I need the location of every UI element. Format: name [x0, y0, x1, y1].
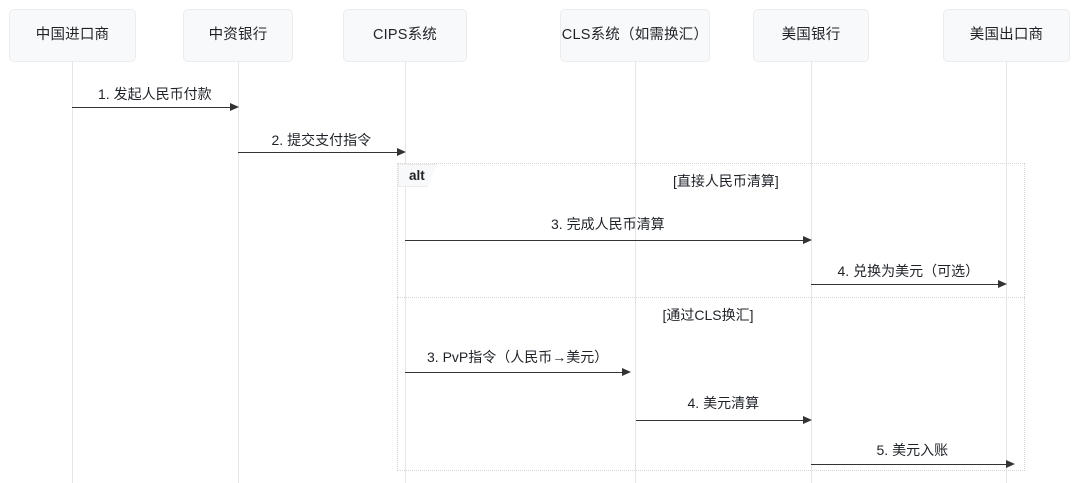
alt-branch-condition-2: [通过CLS换汇] [662, 307, 754, 323]
message-arrow-5 [405, 372, 623, 373]
lifeline-us-exporter [1006, 62, 1007, 483]
alt-fragment-divider [397, 297, 1025, 298]
lifeline-cn-bank [238, 62, 239, 483]
participant-label: 美国出口商 [969, 27, 1044, 44]
participant-cn-importer[interactable]: 中国进口商 [9, 9, 136, 62]
message-arrowhead-2 [397, 148, 406, 157]
message-label-5: 3. PvP指令（人民币→美元） [427, 349, 609, 365]
message-label-7: 5. 美元入账 [876, 442, 949, 458]
participant-cips[interactable]: CIPS系统 [343, 9, 467, 62]
message-arrow-4 [811, 284, 999, 285]
lifeline-cls [635, 62, 636, 483]
message-arrowhead-6 [803, 416, 812, 425]
message-arrow-3 [405, 240, 804, 241]
alt-branch-condition-1: [直接人民币清算] [673, 173, 779, 189]
participant-us-bank[interactable]: 美国银行 [753, 9, 869, 62]
alt-fragment-tag: alt [398, 164, 437, 187]
message-arrow-2 [238, 152, 398, 153]
message-label-1: 1. 发起人民币付款 [98, 86, 212, 102]
participant-label: CLS系统（如需换汇） [561, 27, 709, 44]
lifeline-us-bank [811, 62, 812, 483]
message-label-3: 3. 完成人民币清算 [551, 216, 665, 232]
participant-label: CIPS系统 [372, 27, 438, 44]
message-arrowhead-7 [1006, 460, 1015, 469]
participant-cn-bank[interactable]: 中资银行 [183, 9, 293, 62]
participant-label: 中国进口商 [35, 27, 110, 44]
message-arrowhead-1 [230, 103, 239, 112]
message-arrowhead-4 [998, 280, 1007, 289]
participant-label: 美国银行 [781, 27, 841, 44]
participant-us-exporter[interactable]: 美国出口商 [943, 9, 1070, 62]
message-label-2: 2. 提交支付指令 [271, 132, 372, 148]
message-arrowhead-3 [803, 236, 812, 245]
participant-cls[interactable]: CLS系统（如需换汇） [560, 9, 710, 62]
message-arrowhead-5 [622, 368, 631, 377]
lifeline-cips [405, 62, 406, 483]
message-arrow-1 [72, 107, 231, 108]
participant-label: 中资银行 [208, 27, 268, 44]
message-label-4: 4. 兑换为美元（可选） [837, 263, 980, 279]
message-arrow-7 [811, 464, 1007, 465]
alt-fragment [397, 163, 1025, 471]
message-arrow-6 [636, 420, 804, 421]
message-label-6: 4. 美元清算 [687, 395, 760, 411]
lifeline-cn-importer [72, 62, 73, 483]
